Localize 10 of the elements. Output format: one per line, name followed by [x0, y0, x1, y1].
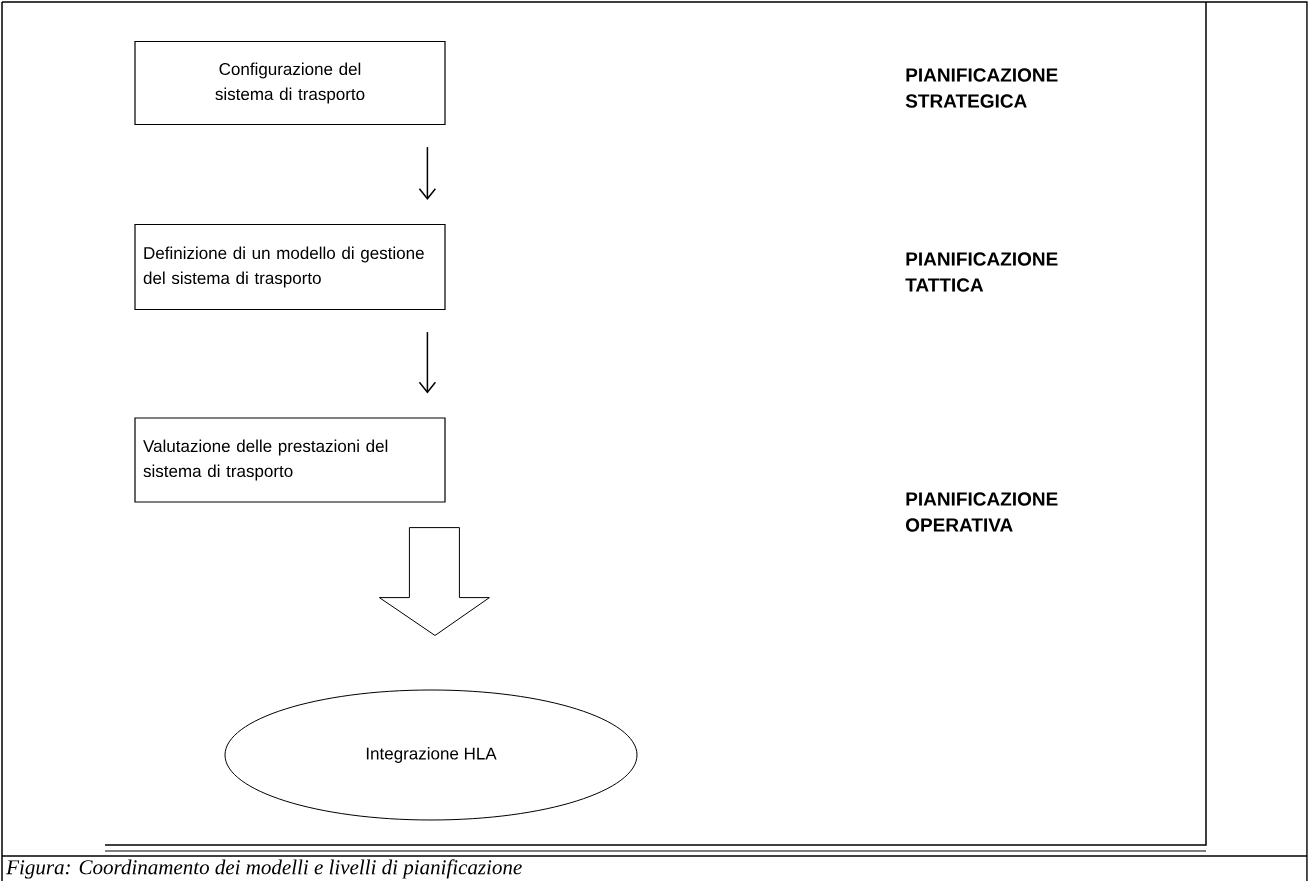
level-label: PIANIFICAZIONE STRATEGICA	[905, 68, 1058, 108]
process-box: Definizione di un modello di gestione del sistema di trasporto	[134, 223, 446, 311]
level-label: PIANIFICAZIONE TATTICA	[905, 252, 1058, 292]
level-label: PIANIFICAZIONE OPERATIVA	[906, 492, 1058, 532]
caption: Figura: Coordinamento dei modelli e livelli di pianificazione	[6, 859, 522, 879]
process-box: Configurazione del sistema di trasporto	[134, 40, 446, 126]
block-arrow	[378, 527, 490, 636]
arrow	[418, 146, 437, 200]
process-box: Valutazione delle prestazioni del sistema di trasporto	[134, 417, 446, 503]
arrow	[418, 331, 437, 394]
